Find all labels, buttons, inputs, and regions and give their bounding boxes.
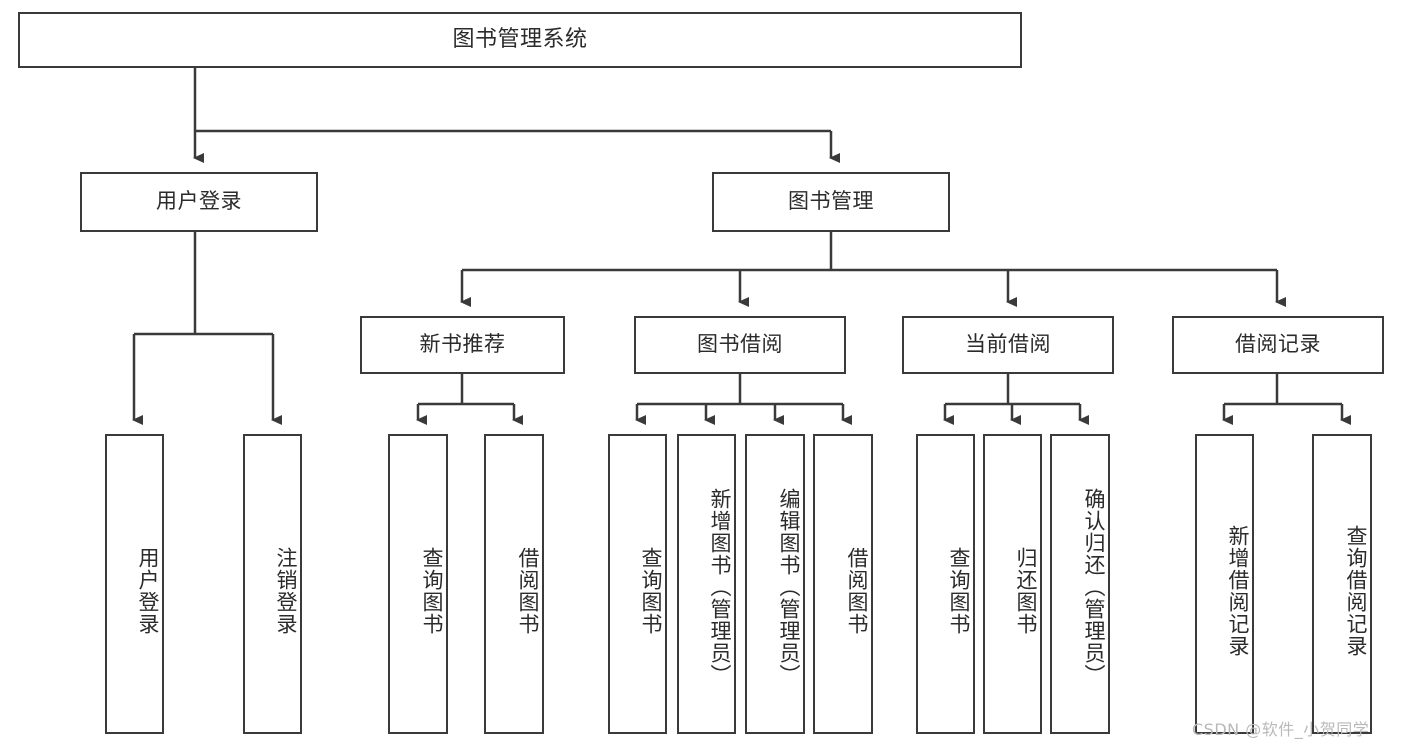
leaf-current-borrow-query[interactable]: 查询图书	[916, 434, 975, 734]
leaf-current-borrow-return[interactable]: 归还图书	[983, 434, 1042, 734]
node-new-book-recommend[interactable]: 新书推荐	[360, 316, 565, 374]
leaf-book-borrow-add[interactable]: 新增图书（管理员）	[677, 434, 736, 734]
leaf-book-borrow-query[interactable]: 查询图书	[608, 434, 667, 734]
leaf-book-borrow-edit[interactable]: 编辑图书（管理员）	[745, 434, 805, 734]
leaf-book-borrow-borrow[interactable]: 借阅图书	[813, 434, 873, 734]
csdn-watermark: CSDN @软件_小贺同学	[1192, 720, 1370, 739]
leaf-current-borrow-confirm-return[interactable]: 确认归还（管理员）	[1050, 434, 1110, 734]
leaf-borrow-record-query[interactable]: 查询借阅记录	[1312, 434, 1372, 734]
node-user-login[interactable]: 用户登录	[80, 172, 318, 232]
leaf-new-book-borrow[interactable]: 借阅图书	[484, 434, 544, 734]
leaf-user-login-logout[interactable]: 注销登录	[243, 434, 302, 734]
leaf-user-login-login[interactable]: 用户登录	[105, 434, 164, 734]
node-borrow-record[interactable]: 借阅记录	[1172, 316, 1384, 374]
node-book-management[interactable]: 图书管理	[712, 172, 950, 232]
leaf-new-book-query[interactable]: 查询图书	[388, 434, 448, 734]
node-current-borrow[interactable]: 当前借阅	[902, 316, 1114, 374]
leaf-borrow-record-add[interactable]: 新增借阅记录	[1195, 434, 1254, 734]
node-book-borrow[interactable]: 图书借阅	[634, 316, 846, 374]
node-root-system[interactable]: 图书管理系统	[18, 12, 1022, 68]
